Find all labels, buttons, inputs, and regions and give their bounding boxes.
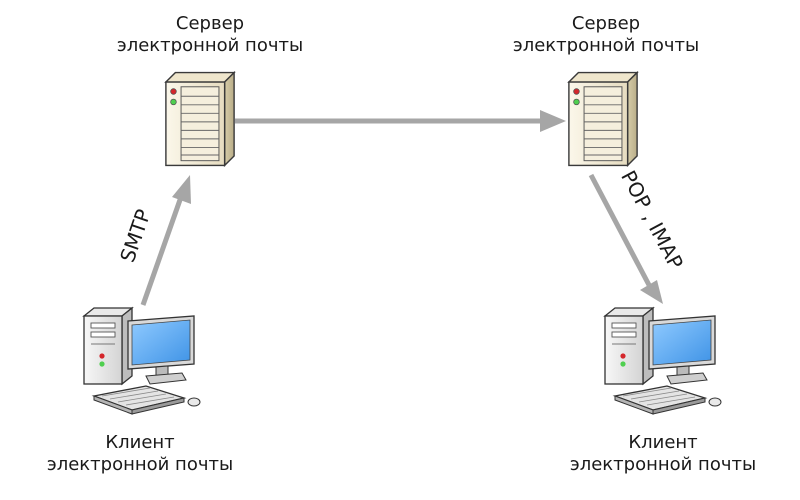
client-left-title: Клиент bbox=[105, 432, 175, 453]
client-right-label: Клиент электронной почты bbox=[553, 432, 773, 476]
client-right-subtitle: электронной почты bbox=[569, 454, 757, 475]
client-right-icon bbox=[604, 307, 722, 415]
arrow-pop-imap bbox=[588, 173, 663, 304]
client-left-label: Клиент электронной почты bbox=[30, 432, 250, 476]
server-right-icon bbox=[568, 71, 638, 167]
client-right-title: Клиент bbox=[628, 432, 698, 453]
server-right-subtitle: электронной почты bbox=[512, 35, 700, 56]
arrow-smtp bbox=[140, 175, 191, 306]
server-left-title: Сервер bbox=[175, 13, 245, 34]
edge-label-pop-imap: POP , IMAP bbox=[616, 166, 688, 272]
server-right-label: Сервер электронной почты bbox=[496, 13, 716, 57]
server-left-label: Сервер электронной почты bbox=[100, 13, 320, 57]
server-right-title: Сервер bbox=[571, 13, 641, 34]
client-left-subtitle: электронной почты bbox=[46, 454, 234, 475]
server-left-subtitle: электронной почты bbox=[116, 35, 304, 56]
server-left-icon bbox=[165, 71, 235, 167]
arrow-server-to-server bbox=[235, 110, 566, 132]
edge-label-smtp: SMTP bbox=[115, 206, 155, 265]
client-left-icon bbox=[83, 307, 201, 415]
